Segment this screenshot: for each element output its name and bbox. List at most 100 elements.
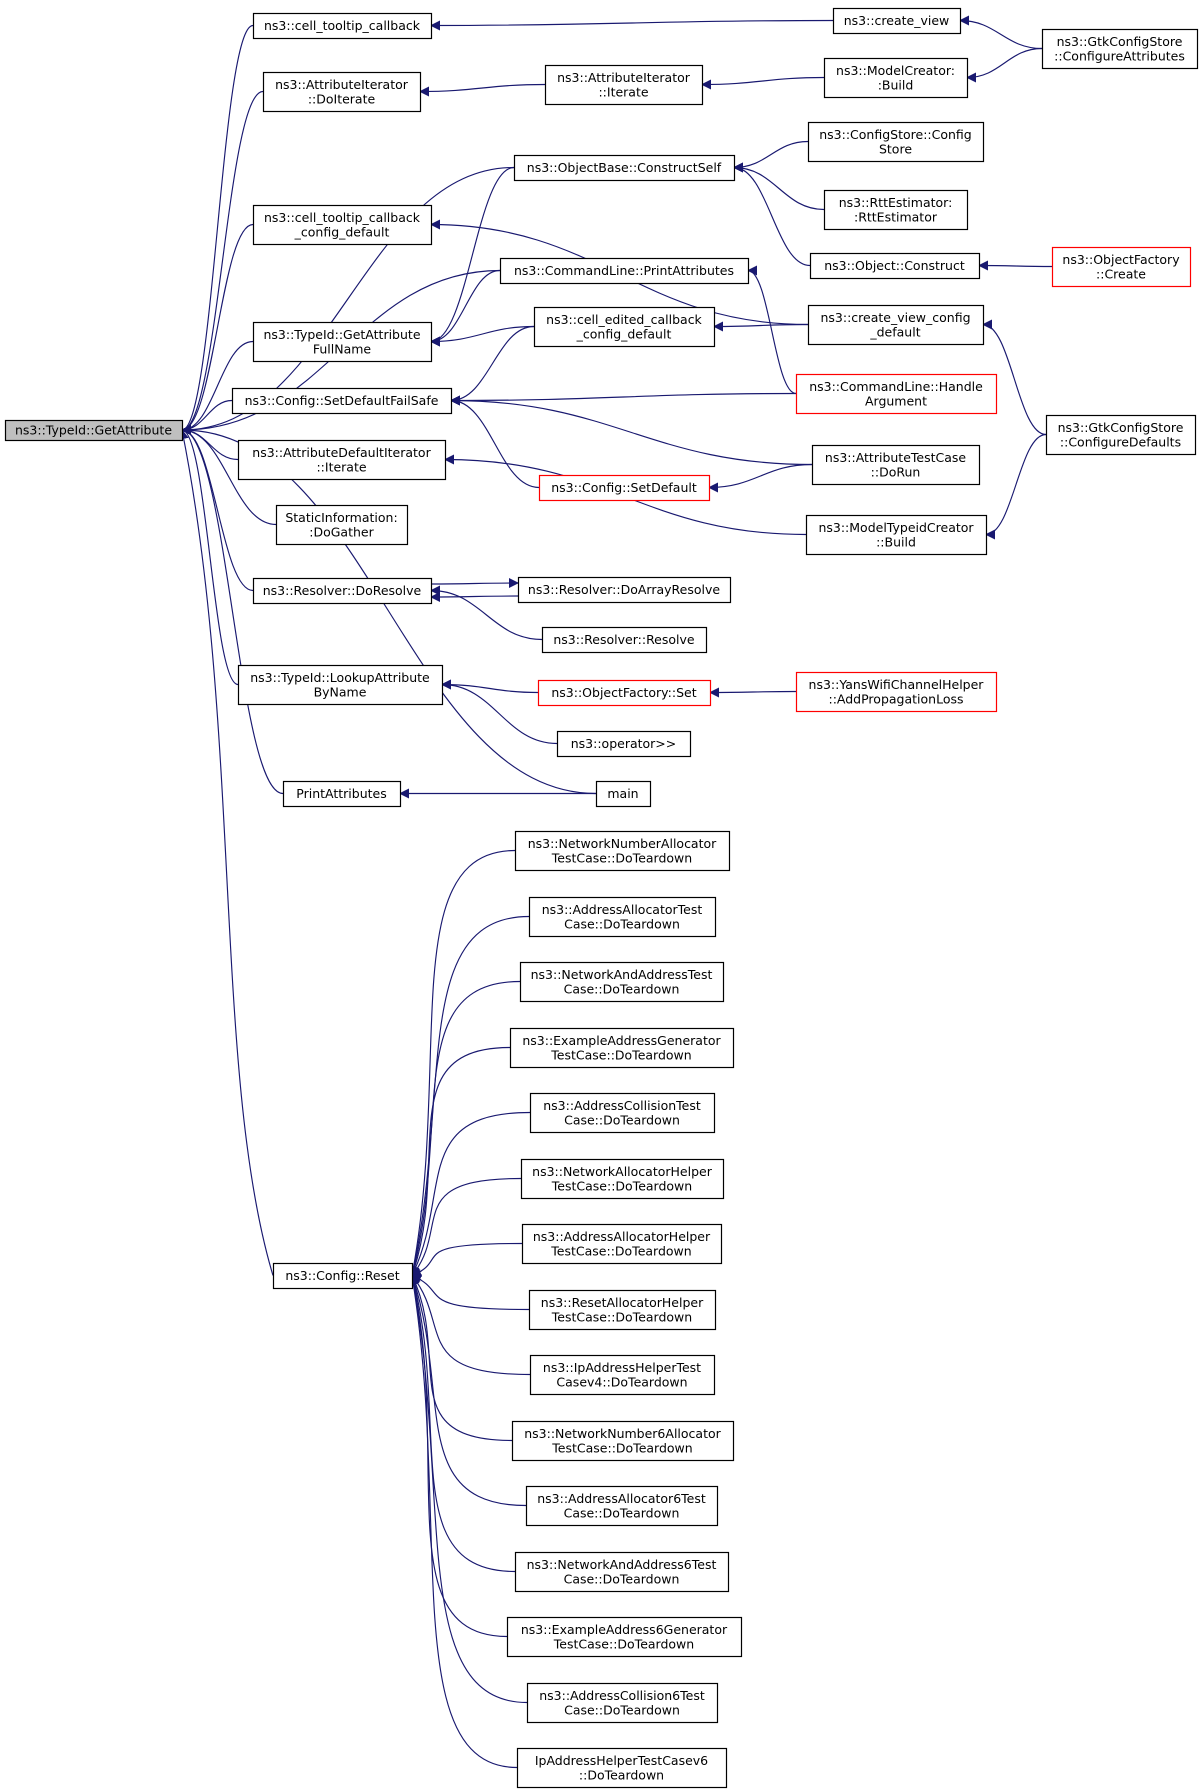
- node-label: ::ConfigureAttributes: [1054, 48, 1185, 63]
- function-node[interactable]: ns3::ModelTypeidCreator::Build: [805, 514, 988, 556]
- call-edge: [450, 325, 535, 406]
- node-box: [252, 577, 433, 605]
- node-label: ns3::TypeId::GetAttribute: [263, 327, 420, 342]
- node-box: [517, 576, 732, 604]
- call-edge-line: [181, 90, 264, 435]
- node-box: [556, 730, 692, 758]
- function-node[interactable]: ns3::Config::SetDefault: [538, 474, 711, 502]
- node-label: ns3::Resolver::DoArrayResolve: [528, 582, 720, 597]
- call-edge-line: [408, 1274, 528, 1704]
- function-node[interactable]: ns3::NetworkAndAddress6TestCase::DoTeard…: [514, 1551, 730, 1593]
- node-label: ns3::AttributeDefaultIterator: [252, 445, 431, 460]
- node-label: FullName: [313, 341, 372, 356]
- function-node[interactable]: StaticInformation::DoGather: [275, 504, 409, 546]
- function-node[interactable]: ns3::AddressCollisionTestCase::DoTeardow…: [529, 1092, 716, 1134]
- function-node[interactable]: ns3::AddressAllocatorHelperTestCase::DoT…: [521, 1223, 723, 1265]
- call-edge: [411, 1274, 530, 1311]
- node-label: _config_default: [294, 224, 390, 239]
- function-node[interactable]: ns3::ExampleAddress6GeneratorTestCase::D…: [506, 1616, 743, 1658]
- function-node[interactable]: ns3::Resolver::DoArrayResolve: [517, 576, 732, 604]
- node-label: ns3::ModelTypeidCreator: [818, 520, 974, 535]
- node-label: ByName: [314, 684, 367, 699]
- function-node[interactable]: ns3::NetworkNumberAllocatorTestCase::DoT…: [514, 830, 731, 872]
- function-node[interactable]: ns3::AttributeIterator::DoIterate: [262, 71, 422, 113]
- call-edge: [430, 585, 543, 641]
- node-label: ns3::cell_tooltip_callback: [264, 18, 421, 33]
- function-node[interactable]: ns3::ResetAllocatorHelperTestCase::DoTea…: [528, 1289, 717, 1331]
- call-edge-line: [411, 1274, 531, 1376]
- function-node[interactable]: ns3::ExampleAddressGeneratorTestCase::Do…: [509, 1027, 735, 1069]
- node-label: ns3::NetworkNumber6Allocator: [524, 1426, 721, 1441]
- node-box: [823, 189, 969, 231]
- function-node[interactable]: ns3::AttributeDefaultIterator::Iterate: [237, 439, 447, 481]
- node-label: ::ConfigureDefaults: [1060, 434, 1181, 449]
- function-node[interactable]: ns3::AddressAllocator6TestCase::DoTeardo…: [525, 1485, 719, 1527]
- function-node[interactable]: ns3::NetworkAndAddressTestCase::DoTeardo…: [519, 961, 725, 1003]
- call-edge-line: [181, 223, 254, 435]
- node-label: ns3::ObjectFactory: [1062, 252, 1180, 267]
- function-node[interactable]: ns3::GtkConfigStore::ConfigureDefaults: [1045, 414, 1197, 456]
- node-label: ns3::CommandLine::Handle: [809, 379, 983, 394]
- call-edge-line: [430, 578, 519, 589]
- function-node[interactable]: ns3::cell_tooltip_callback: [252, 12, 433, 40]
- root-function-node[interactable]: ns3::TypeId::GetAttribute: [4, 419, 184, 442]
- function-node[interactable]: ns3::ObjectFactory::Create: [1051, 246, 1192, 288]
- function-node[interactable]: ns3::create_view: [832, 7, 962, 35]
- call-edge: [411, 1242, 523, 1277]
- node-box: [1045, 414, 1197, 456]
- function-node[interactable]: ns3::AttributeIterator::Iterate: [544, 64, 704, 106]
- call-edge-line: [985, 433, 1047, 540]
- node-label: ns3::Object::Construct: [824, 258, 965, 273]
- function-node[interactable]: ns3::IpAddressHelperTestCasev4::DoTeardo…: [529, 1354, 716, 1396]
- call-edge: [450, 395, 813, 466]
- call-edge: [441, 679, 539, 694]
- call-edge: [181, 340, 254, 435]
- call-edge: [410, 1046, 511, 1277]
- node-label: _config_default: [576, 326, 672, 341]
- function-node[interactable]: ns3::cell_tooltip_callback_config_defaul…: [252, 204, 433, 246]
- function-node[interactable]: ns3::create_view_config_default: [807, 304, 985, 346]
- function-node[interactable]: ns3::GtkConfigStore::ConfigureAttributes: [1041, 28, 1199, 70]
- node-label: ns3::Config::SetDefault: [551, 480, 697, 495]
- call-edge: [411, 1274, 513, 1442]
- function-node[interactable]: ns3::NetworkNumber6AllocatorTestCase::Do…: [511, 1420, 735, 1462]
- call-edge: [959, 15, 1043, 50]
- function-node[interactable]: ns3::Object::Construct: [809, 252, 981, 280]
- function-node[interactable]: ns3::CommandLine::PrintAttributes: [499, 257, 750, 285]
- node-label: TestCase::DoTeardown: [551, 850, 692, 865]
- function-node[interactable]: ns3::AddressCollision6TestCase::DoTeardo…: [526, 1682, 719, 1724]
- function-node[interactable]: ns3::RttEstimator::RttEstimator: [823, 189, 969, 231]
- function-node[interactable]: ns3::AttributeTestCase::DoRun: [811, 444, 981, 486]
- function-node[interactable]: main: [595, 780, 652, 808]
- node-label: ns3::AttributeIterator: [275, 77, 409, 92]
- function-node[interactable]: ns3::NetworkAllocatorHelperTestCase::DoT…: [520, 1158, 725, 1200]
- call-edge-line: [441, 679, 539, 694]
- function-node[interactable]: IpAddressHelperTestCasev6::DoTeardown: [516, 1747, 728, 1789]
- node-label: ns3::AddressAllocatorHelper: [533, 1229, 711, 1244]
- function-node[interactable]: ns3::Resolver::Resolve: [541, 626, 708, 654]
- function-node[interactable]: ns3::cell_edited_callback_config_default: [533, 306, 716, 348]
- call-edge: [409, 915, 530, 1277]
- function-node[interactable]: ns3::ModelCreator::Build: [823, 57, 969, 99]
- function-node[interactable]: ns3::ObjectBase::ConstructSelf: [513, 154, 736, 182]
- function-node[interactable]: ns3::AddressAllocatorTestCase::DoTeardow…: [528, 896, 717, 938]
- node-box: [252, 204, 433, 246]
- call-edge: [747, 265, 797, 395]
- call-edge-line: [450, 395, 813, 466]
- function-node[interactable]: ns3::Config::SetDefaultFailSafe: [231, 387, 453, 415]
- node-label: ns3::ObjectFactory::Set: [551, 685, 696, 700]
- call-edge: [411, 1111, 531, 1277]
- node-label: ns3::NetworkAllocatorHelper: [532, 1164, 713, 1179]
- function-node[interactable]: ns3::operator>>: [556, 730, 692, 758]
- node-box: [237, 664, 444, 706]
- function-node[interactable]: ns3::ObjectFactory::Set: [537, 679, 712, 707]
- function-node[interactable]: ns3::Config::Reset: [272, 1262, 414, 1290]
- function-node[interactable]: ns3::Resolver::DoResolve: [252, 577, 433, 605]
- function-node[interactable]: ns3::YansWifiChannelHelper::AddPropagati…: [795, 671, 998, 713]
- function-node[interactable]: ns3::ConfigStore::ConfigStore: [807, 121, 985, 163]
- call-edge: [978, 260, 1053, 271]
- function-node[interactable]: PrintAttributes: [282, 780, 402, 808]
